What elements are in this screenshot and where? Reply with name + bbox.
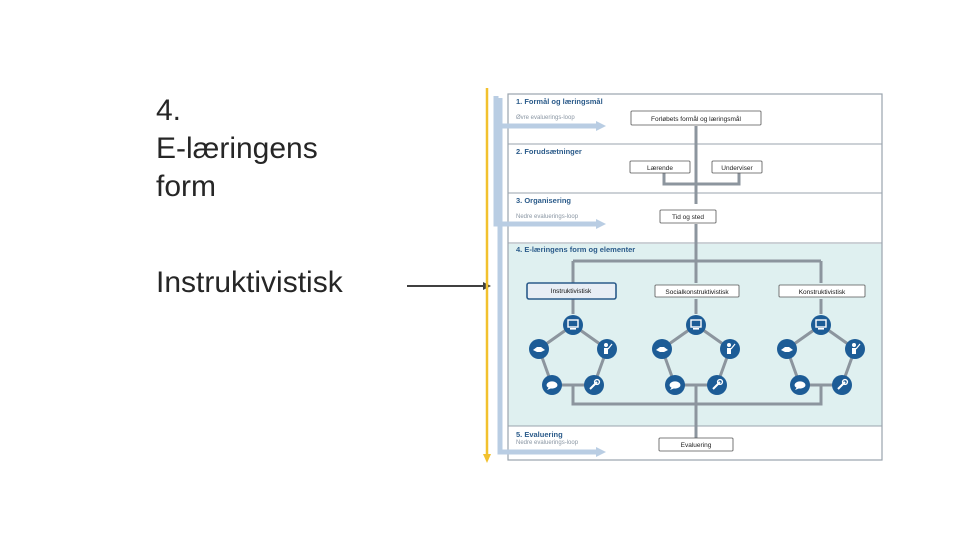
form-box-socialkonstruktivistisk	[654, 284, 740, 298]
tool-icon	[832, 375, 852, 395]
computer-icon	[686, 315, 706, 335]
yellow-arrow-head	[483, 454, 491, 463]
teacher-icon	[597, 339, 617, 359]
tool-icon	[584, 375, 604, 395]
computer-icon	[563, 315, 583, 335]
teacher-icon	[720, 339, 740, 359]
box-laerende	[629, 160, 691, 174]
box-formal	[630, 110, 762, 126]
loop-arrows	[483, 88, 606, 463]
loop-label: Nedre evaluerings-loop	[516, 214, 579, 220]
box-label: Forløbets formål og læringsmål	[651, 115, 741, 123]
tool-icon	[707, 375, 727, 395]
form-box-instruktivistisk	[526, 282, 617, 300]
slide-title-line: E-læringens	[156, 132, 318, 165]
diagram-frame	[507, 93, 883, 461]
connector-lines	[571, 126, 823, 438]
box-label: Evaluering	[681, 442, 712, 449]
slide-subtitle: Instruktivistisk	[156, 266, 343, 299]
section-heading: 5. Evaluering	[516, 430, 563, 439]
element-icon-nodes	[529, 315, 865, 395]
box-underviser	[711, 160, 763, 174]
handshake-icon	[652, 339, 672, 359]
box-label: Lærende	[647, 165, 673, 172]
chat-icon	[665, 375, 685, 395]
loop-label: Øvre evaluerings-loop	[516, 115, 575, 121]
box-evaluering	[658, 437, 734, 452]
teacher-icon	[845, 339, 865, 359]
slide-title-line: form	[156, 170, 216, 203]
section-heading: 2. Forudsætninger	[516, 147, 582, 156]
section-heading: 1. Formål og læringsmål	[516, 97, 603, 106]
box-tid	[659, 209, 717, 224]
chat-icon	[790, 375, 810, 395]
slide-title-line: 4.	[156, 94, 182, 127]
handshake-icon	[529, 339, 549, 359]
section-heading: 3. Organisering	[516, 196, 571, 205]
slide-title: 4. E-læringens form	[156, 92, 456, 206]
form-label: Socialkonstruktivistisk	[665, 289, 729, 296]
loop-label: Nedre evaluerings-loop	[516, 440, 579, 446]
elearning-model-diagram: 1. Formål og læringsmål Øvre evaluerings…	[483, 88, 883, 463]
form-box-konstruktivistisk	[778, 284, 866, 298]
box-label: Tid og sted	[672, 214, 704, 221]
box-label: Underviser	[721, 165, 753, 172]
chat-icon	[542, 375, 562, 395]
form-label: Instruktivistisk	[551, 288, 592, 295]
computer-icon	[811, 315, 831, 335]
section-heading: 4. E-læringens form og elementer	[516, 245, 635, 254]
form-label: Konstruktivistisk	[799, 289, 846, 296]
handshake-icon	[777, 339, 797, 359]
